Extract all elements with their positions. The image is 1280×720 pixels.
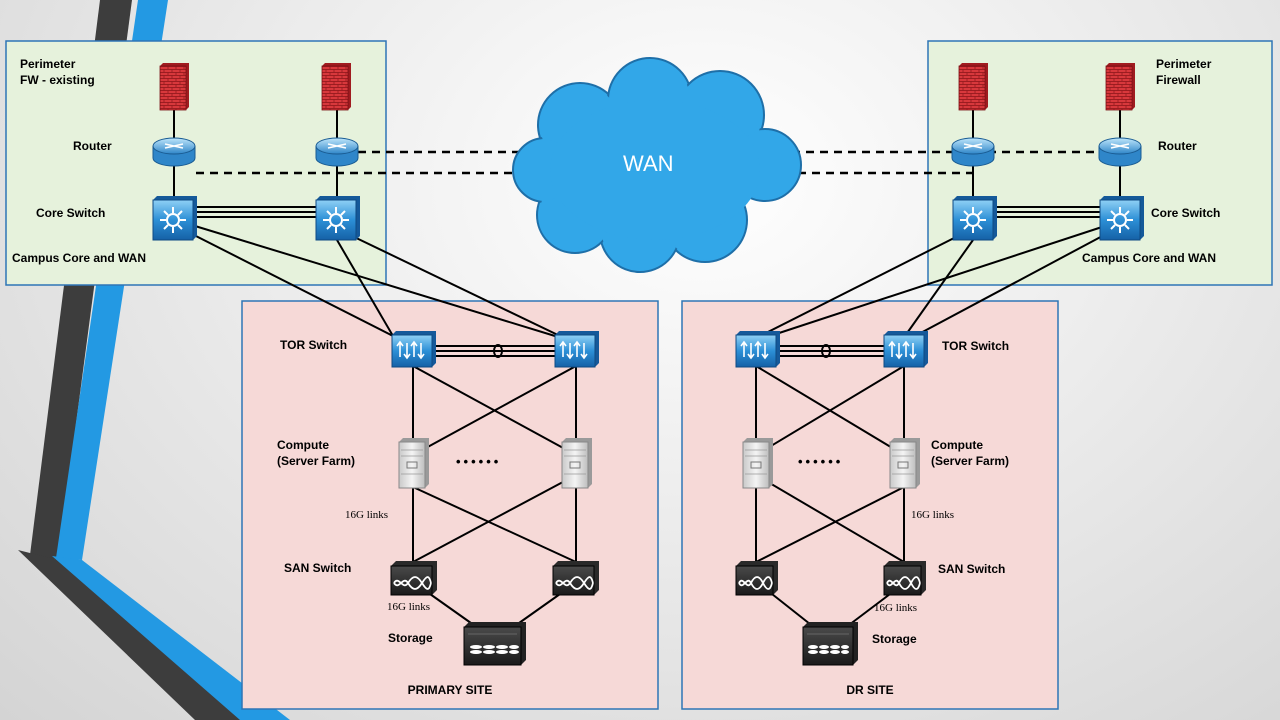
primary-16g-upper: 16G links: [345, 509, 389, 521]
firewall-icon: [321, 63, 351, 111]
router-icon: [152, 137, 196, 167]
core-switch-icon: [1099, 196, 1144, 241]
dr-core-switch-label: Core Switch: [1151, 206, 1221, 220]
dr-compute-label: Compute (Server Farm): [931, 438, 1010, 468]
storage-icon: [463, 622, 526, 666]
router-icon: [315, 137, 359, 167]
primary-server-ellipsis: ••••••: [456, 454, 502, 469]
core-switch-icon: [315, 196, 360, 241]
primary-tor-label: TOR Switch: [280, 338, 348, 352]
primary-campus-label: Campus Core and WAN: [12, 251, 147, 265]
wan-label: WAN: [623, 151, 674, 176]
primary-core-switch-label: Core Switch: [36, 206, 106, 220]
firewall-icon: [159, 63, 189, 111]
primary-router-label: Router: [73, 139, 112, 153]
dr-router-label: Router: [1158, 139, 1197, 153]
firewall-icon: [958, 63, 988, 111]
san-switch-icon: [552, 561, 599, 596]
san-switch-icon: [390, 561, 437, 596]
primary-site-title: PRIMARY SITE: [407, 683, 493, 697]
core-switch-icon: [952, 196, 997, 241]
dr-tor-label: TOR Switch: [942, 339, 1010, 353]
primary-16g-lower: 16G links: [387, 601, 431, 613]
server-icon: [742, 438, 773, 489]
dr-perimeter-label: Perimeter Firewall: [1156, 57, 1212, 87]
server-icon: [398, 438, 429, 489]
server-icon: [889, 438, 920, 489]
core-switch-icon: [152, 196, 197, 241]
port-channel-marker: [821, 344, 831, 358]
firewall-icon: [1105, 63, 1135, 111]
primary-san-label: SAN Switch: [284, 561, 352, 575]
dr-storage-label: Storage: [872, 632, 917, 646]
primary-perimeter-label: Perimeter FW - existing: [20, 57, 95, 87]
dr-server-ellipsis: ••••••: [798, 454, 844, 469]
dr-16g-lower: 16G links: [874, 602, 918, 614]
tor-switch-icon: [554, 331, 599, 368]
dr-site-title: DR SITE: [846, 683, 894, 697]
dr-campus-label: Campus Core and WAN: [1082, 251, 1217, 265]
server-icon: [561, 438, 592, 489]
router-icon: [951, 137, 995, 167]
storage-icon: [802, 622, 858, 666]
tor-switch-icon: [735, 331, 780, 368]
primary-compute-label: Compute (Server Farm): [277, 438, 356, 468]
san-switch-icon: [735, 561, 778, 596]
port-channel-marker: [493, 344, 503, 358]
dr-san-label: SAN Switch: [938, 562, 1006, 576]
network-links: [173, 110, 1121, 629]
tor-switch-icon: [391, 331, 436, 368]
primary-storage-label: Storage: [388, 631, 433, 645]
tor-switch-icon: [883, 331, 928, 368]
dr-16g-upper: 16G links: [911, 509, 955, 521]
san-switch-icon: [883, 561, 926, 596]
router-icon: [1098, 137, 1142, 167]
